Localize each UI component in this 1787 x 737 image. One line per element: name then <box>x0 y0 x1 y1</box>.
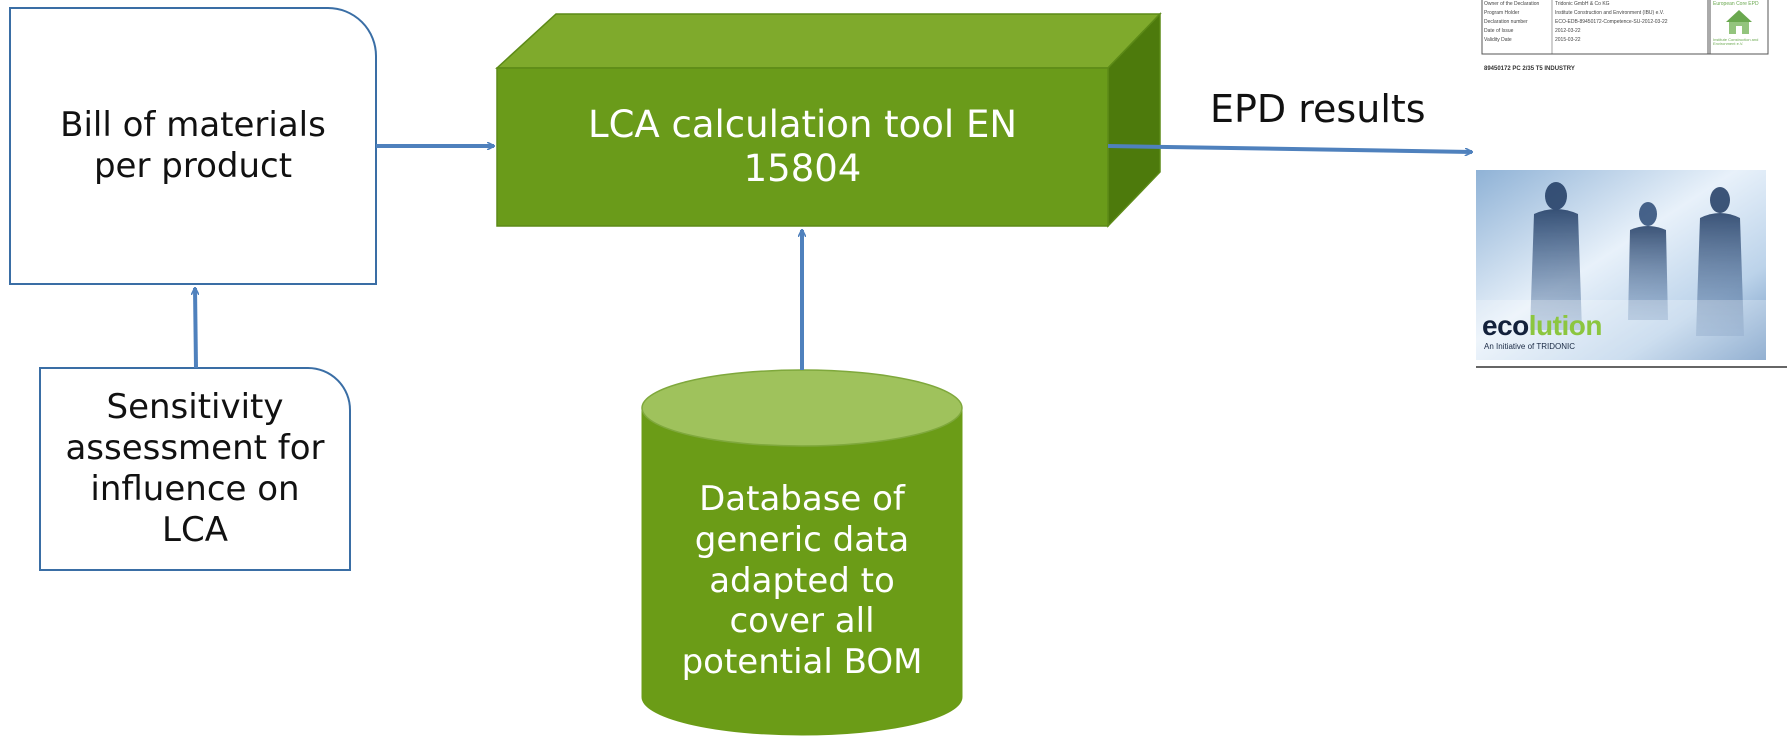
epd-row-field: Date of Issue <box>1484 28 1514 34</box>
epd-row-value: Institute Construction and Environment (… <box>1555 10 1665 16</box>
arrow-lca-to-epd <box>1107 144 1472 152</box>
epd-row-field: Validity Date <box>1484 37 1512 43</box>
epd-document-thumbnail <box>1481 0 1769 55</box>
lca-tool-box-front <box>496 67 1109 227</box>
ecolution-cover-image <box>1476 170 1766 360</box>
database-cylinder <box>641 369 963 736</box>
brand-part-1: eco <box>1482 310 1529 341</box>
epd-badge-org: Institute Construction and Environment e… <box>1713 37 1759 47</box>
brand-tagline: An Initiative of TRIDONIC <box>1484 342 1575 351</box>
epd-row-field: Owner of the Declaration <box>1484 1 1540 7</box>
brand-part-2: lution <box>1528 310 1603 341</box>
epd-info-table <box>1481 0 1709 55</box>
database-cylinder-body <box>641 407 963 736</box>
epd-badge-text: European Core EPD <box>1713 1 1759 7</box>
lca-tool-label: LCA calculation tool EN 15804 <box>587 102 1018 190</box>
epd-results-label: EPD results <box>1210 87 1426 132</box>
ecolution-logo: ecolution <box>1482 310 1602 342</box>
lca-tool-box <box>495 12 1162 228</box>
bill-of-materials-box <box>9 7 377 285</box>
epd-row-value: 2015-03-22 <box>1555 37 1581 43</box>
sensitivity-assessment-box <box>39 367 351 571</box>
epd-row-field: Declaration number <box>1484 19 1528 25</box>
house-badge-icon <box>1726 10 1752 34</box>
sensitivity-assessment-label: Sensitivity assessment for influence on … <box>65 387 325 550</box>
database-cylinder-top <box>641 369 963 447</box>
arrow-sensitivity-to-bom <box>195 288 196 369</box>
epd-row-value: ECO-EDB-89450172-Competence-SU-2012-03-2… <box>1555 19 1668 25</box>
lca-tool-box-top <box>495 13 1162 69</box>
epd-row-value: Tridonic GmbH & Co KG <box>1555 1 1610 7</box>
epd-row-value: 2012-03-22 <box>1555 28 1581 34</box>
bill-of-materials-label: Bill of materials per product <box>60 105 326 186</box>
epd-row-field: Program Holder <box>1484 10 1520 16</box>
epd-product-line: 89450172 PC 2/35 T5 INDUSTRY <box>1484 66 1575 72</box>
database-label: Database of generic data adapted to cove… <box>681 479 923 683</box>
